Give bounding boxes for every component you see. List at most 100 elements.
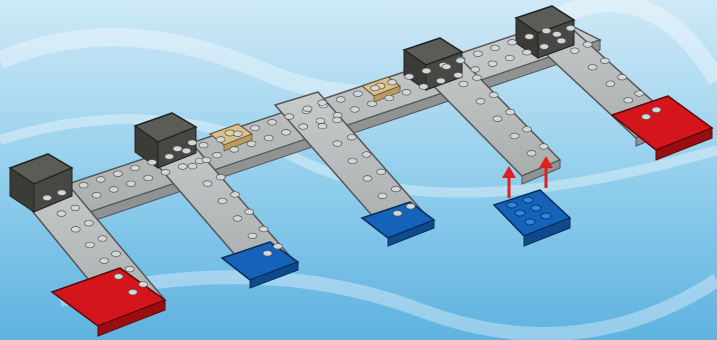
stud	[318, 100, 327, 106]
stud	[263, 250, 272, 256]
stud	[388, 79, 397, 85]
stud	[128, 289, 137, 295]
stud	[86, 242, 95, 248]
stud	[109, 187, 118, 193]
stud	[125, 266, 134, 272]
stud	[363, 176, 372, 182]
stud	[100, 258, 109, 264]
stud	[600, 58, 609, 64]
stud	[422, 68, 431, 74]
stud	[642, 114, 651, 120]
stud	[406, 204, 415, 210]
stud	[231, 192, 240, 198]
stud	[347, 134, 356, 140]
stud	[527, 151, 536, 157]
stud	[230, 147, 239, 153]
stud	[471, 67, 480, 73]
stud	[202, 157, 211, 163]
stud	[92, 192, 101, 198]
stud	[218, 198, 227, 204]
stud	[165, 154, 174, 160]
stud	[127, 181, 136, 187]
stud	[522, 49, 531, 55]
stud	[203, 181, 212, 187]
stud	[233, 131, 242, 137]
stud	[557, 38, 566, 44]
stud	[476, 99, 485, 105]
stud	[96, 177, 105, 183]
stud	[213, 152, 222, 158]
stud	[371, 85, 380, 91]
stud	[385, 95, 394, 101]
stud	[43, 195, 52, 201]
stud	[368, 101, 377, 107]
stud	[178, 164, 187, 170]
stud	[316, 118, 325, 124]
stud	[419, 84, 428, 90]
stud	[353, 91, 362, 97]
stud	[71, 205, 80, 211]
stud	[405, 74, 414, 80]
stud	[652, 107, 661, 113]
stud	[491, 45, 500, 51]
stud	[473, 51, 482, 57]
stud	[493, 116, 502, 122]
stud	[624, 97, 633, 103]
stud	[259, 226, 268, 232]
stud	[566, 25, 575, 31]
stud	[378, 193, 387, 199]
stud	[456, 58, 465, 64]
stud	[285, 114, 294, 120]
stud	[350, 107, 359, 113]
stud	[318, 123, 327, 129]
stud	[188, 140, 197, 146]
stud	[539, 144, 548, 150]
stud	[199, 142, 208, 148]
stud	[144, 175, 153, 181]
stud	[402, 89, 411, 95]
stud	[245, 209, 254, 215]
stud	[333, 117, 342, 123]
stud	[393, 210, 402, 216]
stud	[508, 39, 517, 45]
stud	[216, 137, 225, 143]
stud	[57, 190, 66, 196]
stud	[182, 148, 191, 154]
stud	[216, 174, 225, 180]
stud	[268, 119, 277, 125]
stud	[71, 226, 80, 232]
stud	[57, 211, 66, 217]
stud	[273, 244, 282, 250]
stud	[525, 34, 534, 40]
stud	[113, 171, 122, 177]
stud	[505, 55, 514, 61]
stud	[570, 48, 579, 54]
stud	[233, 216, 242, 222]
stud	[333, 141, 342, 147]
stud	[583, 42, 592, 48]
stud	[139, 282, 148, 288]
stud	[442, 64, 451, 70]
stud	[348, 158, 357, 164]
stud	[488, 61, 497, 67]
stud	[506, 109, 515, 115]
stud	[264, 135, 273, 141]
stud	[489, 92, 498, 98]
stud	[635, 91, 644, 97]
stud	[98, 236, 107, 242]
stud	[473, 75, 482, 81]
stud	[606, 81, 615, 87]
stud	[161, 169, 170, 175]
stud	[510, 133, 519, 139]
stud	[618, 74, 627, 80]
stud	[540, 44, 549, 50]
stud	[248, 233, 257, 239]
stud	[84, 220, 93, 226]
stud	[131, 165, 140, 171]
stud	[79, 182, 88, 188]
stud	[299, 124, 308, 130]
stud	[362, 152, 371, 158]
stud	[391, 186, 400, 192]
